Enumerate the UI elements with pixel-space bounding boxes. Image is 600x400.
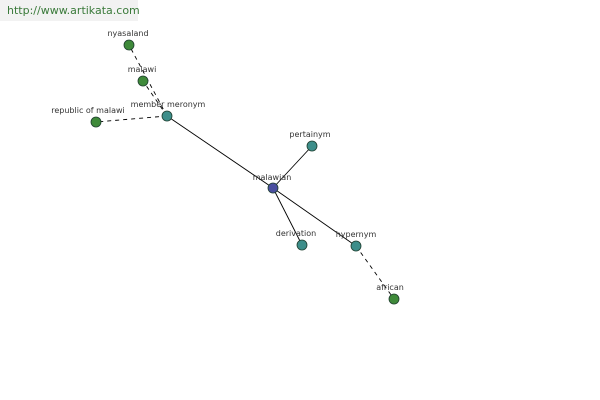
labels-layer: malawian member meronym pertainym derivatio… bbox=[51, 29, 404, 292]
node-label-derivation: derivation bbox=[276, 229, 316, 238]
node-label-pertainym: pertainym bbox=[289, 130, 330, 139]
source-url-watermark[interactable]: http://www.artikata.com bbox=[0, 0, 140, 21]
node-label-member-meronym: member meronym bbox=[131, 100, 206, 109]
edge-malawian-to-hypernym bbox=[272, 187, 357, 247]
node-hypernym[interactable] bbox=[350, 240, 362, 252]
node-label-republic-of-malawi: republic of malawi bbox=[51, 106, 125, 115]
node-label-malawi: malawi bbox=[128, 65, 157, 74]
node-nyasaland[interactable] bbox=[123, 39, 135, 51]
node-malawi[interactable] bbox=[137, 75, 149, 87]
node-label-african: african bbox=[376, 283, 404, 292]
node-pertainym[interactable] bbox=[306, 140, 318, 152]
node-member-meronym[interactable] bbox=[161, 110, 173, 122]
edge-malawian-to-pertainym bbox=[272, 145, 313, 189]
node-derivation[interactable] bbox=[296, 239, 308, 251]
edge-hypernym-to-african bbox=[355, 245, 395, 300]
node-label-malawian: malawian bbox=[253, 173, 292, 182]
node-african[interactable] bbox=[388, 293, 400, 305]
node-label-hypernym: hypernym bbox=[336, 230, 377, 239]
node-label-nyasaland: nyasaland bbox=[107, 29, 148, 38]
edge-member-meronym-to-malawi bbox=[142, 80, 168, 117]
node-malawian[interactable] bbox=[267, 182, 279, 194]
edge-malawian-to-derivation bbox=[272, 187, 303, 246]
edge-malawian-to-member-meronym bbox=[166, 115, 274, 189]
nodes-layer bbox=[90, 39, 400, 305]
edges-layer bbox=[95, 44, 395, 300]
node-republic-of-malawi[interactable] bbox=[90, 116, 102, 128]
edge-member-meronym-to-republic-of-malawi bbox=[95, 115, 168, 123]
